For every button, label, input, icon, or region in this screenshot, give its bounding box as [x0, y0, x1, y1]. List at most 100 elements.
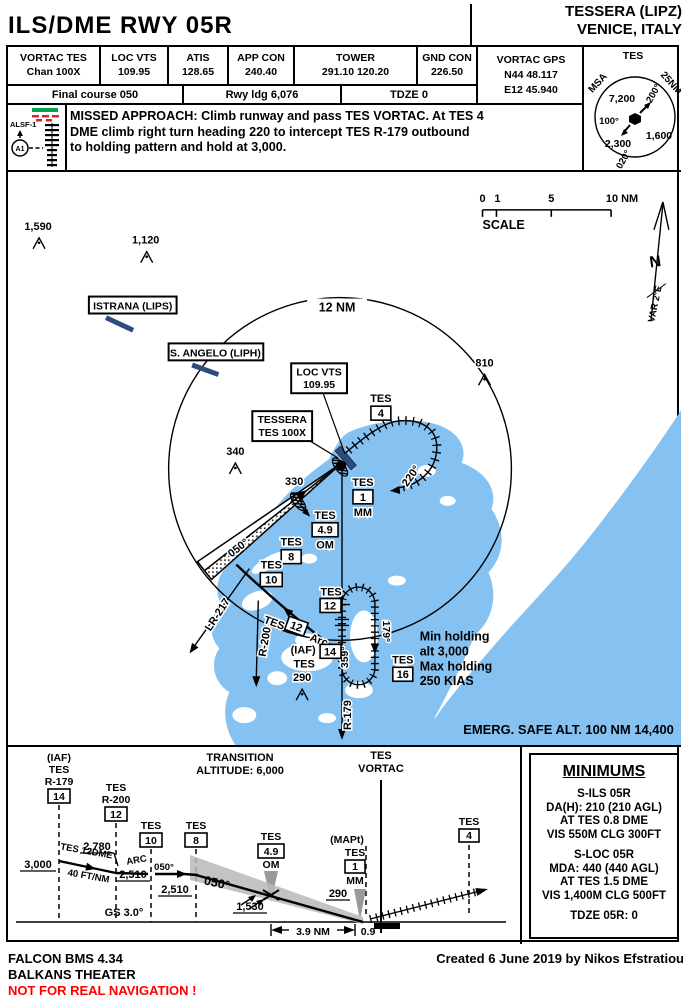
holding-note: Min holding alt 3,000 Max holding 250 KI… — [420, 629, 493, 688]
fix-dme: 12 — [110, 809, 122, 821]
freq-label: GND CON — [422, 52, 472, 64]
radial-r179: R-179 — [335, 466, 355, 741]
fix-dme: 14 — [53, 791, 65, 803]
profile-path — [58, 859, 364, 924]
alt-2780: 2,780 — [83, 841, 111, 853]
localizer-feather: 050° — [196, 461, 344, 581]
sloc-mda: MDA: 440 (440 AGL) — [549, 862, 659, 875]
freq-cell-gndcon: GND CON 226.50 — [418, 47, 478, 84]
sils-title: S-ILS 05R — [577, 788, 631, 800]
distance-row: 3.9 NM 0.9 — [270, 924, 376, 938]
fix-dme: 8 — [288, 552, 294, 564]
alt-2510b: 2,510 — [161, 884, 189, 896]
obstacles: 1,590 1,120 810 340 330 290 — [23, 219, 495, 701]
freq-value: 226.50 — [430, 66, 464, 78]
glideslope-band — [190, 855, 363, 924]
navigation-warning: NOT FOR REAL NAVIGATION ! — [8, 983, 197, 998]
sim-version: FALCON BMS 4.34 — [8, 951, 123, 966]
arc-arrow — [283, 607, 294, 617]
fix-suffix: OM — [263, 859, 280, 871]
fix-tes12: TES 12 — [319, 585, 343, 614]
alsf-badge: A1 — [16, 146, 25, 153]
msa-brg-w: 100° — [599, 116, 619, 127]
fix-radial: R-200 — [102, 794, 131, 806]
msa-diagram: MSA TES 25NM 7,200 200° 100° 1,600 2,300… — [587, 50, 681, 170]
final-course-cell: Final course 050 — [8, 84, 184, 105]
freq-value: Chan 100X — [26, 66, 81, 78]
profile-mapt: (MAPt) TES 1 MM — [330, 834, 367, 920]
sils-vis: VIS 550M CLG 300FT — [546, 828, 662, 841]
freq-cell-loc: LOC VTS 109.95 — [101, 47, 169, 84]
scale-5: 5 — [548, 193, 554, 205]
course-label-b: 050° — [203, 873, 231, 892]
holding-pattern: 359° 179° — [338, 583, 392, 689]
alsf-label: ALSF-1 — [10, 120, 36, 129]
fix-tes49-om: TES 4.9 OM — [311, 508, 339, 553]
fix-suffix: OM — [316, 540, 334, 552]
obstacle-810: 810 — [475, 357, 493, 369]
missed-line-3: to holding pattern and hold at 3,000. — [70, 140, 287, 154]
fix-tes16: TES 16 — [391, 653, 415, 683]
alsf-red-bars — [32, 115, 59, 122]
profile-fix-tes14: (IAF) TES R-179 14 — [45, 752, 73, 922]
vortac-box-name: TESSERA — [258, 415, 308, 426]
sangelo-label: S. ANGELO (LIPH) — [170, 348, 261, 359]
fix-tes4: TES 4 — [369, 392, 393, 421]
north-arrow: N VAR 2°E — [646, 201, 670, 323]
vortac-box-id: TES 100X — [258, 428, 306, 439]
scale-1: 1 — [494, 193, 500, 205]
fix-name: TES — [261, 560, 282, 572]
plan-profile-divider — [8, 745, 681, 747]
obstacle-1120: 1,120 — [132, 235, 159, 247]
fix-iaf: (IAF) — [47, 752, 71, 764]
gps-lon: E12 45.940 — [504, 84, 558, 96]
hold-note-4: 250 KIAS — [420, 674, 474, 688]
fix-dme: 1 — [352, 861, 358, 873]
msa-alt-nw: 7,200 — [609, 93, 635, 105]
fix-dme: 10 — [265, 575, 277, 587]
minimums-panel: MINIMUMS S-ILS 05R DA(H): 210 (210 AGL) … — [529, 753, 679, 939]
tdze-cell: TDZE 0 — [342, 84, 478, 105]
course-label-a: 050° — [154, 862, 174, 873]
missed-climb — [369, 887, 488, 923]
title-divider — [470, 4, 472, 45]
fix-name: TES — [345, 847, 365, 859]
fix-dme: 4.9 — [264, 846, 279, 858]
fix-name: TES — [320, 587, 341, 599]
fix-dme: 1 — [360, 492, 366, 504]
missed-bottom-line — [8, 170, 681, 172]
alt-3000: 3,000 — [24, 859, 52, 871]
msa-vortac-icon — [621, 102, 651, 136]
fix-suffix: MM — [346, 875, 364, 887]
fix-dme: 12 — [324, 600, 336, 612]
alt-2510a: 2,510 — [119, 869, 147, 881]
msa-range: 25NM — [658, 70, 681, 97]
hold-note-2: alt 3,000 — [420, 644, 469, 658]
scale-10: 10 NM — [606, 193, 638, 205]
freq-value: 240.40 — [244, 66, 278, 78]
sangelo-airport: S. ANGELO (LIPH) — [167, 342, 265, 377]
fix-name: TES — [459, 816, 479, 828]
hold-note-1: Min holding — [420, 629, 490, 643]
freq-label: APP CON — [237, 52, 285, 64]
sloc-vis: VIS 1,400M CLG 500FT — [542, 889, 666, 902]
msa-brg-s: 020° — [614, 148, 633, 170]
runway-symbol — [334, 445, 357, 471]
msa-label: MSA — [587, 71, 610, 95]
gs-angle-label: GS 3.0° — [105, 907, 144, 919]
emergency-safe-alt: EMERG. SAFE ALT. 100 NM 14,400 — [463, 722, 674, 737]
plan-view-map: 12 NM 0 1 5 10 NM SCALE N VAR 2°E — [23, 193, 681, 745]
fix-dme: 4 — [378, 408, 385, 420]
rwy-ldg-cell: Rwy ldg 6,076 — [184, 84, 342, 105]
distance-mapt-vortac: 0.9 — [361, 926, 376, 938]
profile-fix-tes12: TES R-200 12 — [102, 782, 131, 922]
obstacle-340: 340 — [226, 446, 244, 458]
transition-line-1: TRANSITION — [206, 752, 273, 764]
freq-label: LOC VTS — [111, 52, 157, 64]
freq-label: TOWER — [336, 52, 375, 64]
fix-name: TES — [314, 510, 335, 522]
airport-name: TESSERA (LIPZ) — [565, 3, 682, 20]
fix-dme: 8 — [193, 835, 199, 847]
msa-alt-sw: 2,300 — [605, 138, 631, 150]
fix-dme: 10 — [145, 835, 157, 847]
